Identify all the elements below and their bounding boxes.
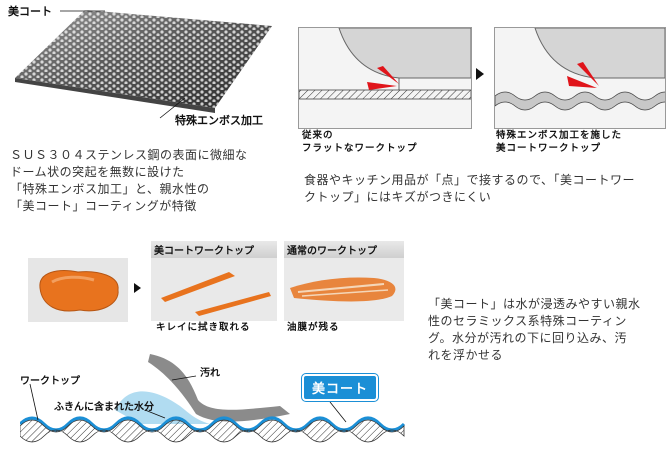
bi-coat-badge: 美コート [302, 374, 379, 401]
normal-oil-photo: 通常のワークトップ [284, 241, 404, 321]
normal-photo-header: 通常のワークトップ [284, 241, 404, 258]
arrow-right-icon [134, 283, 141, 293]
embossed-worktop-illustration [495, 28, 665, 111]
flat-worktop-illustration [299, 28, 471, 100]
water-label: ふきんに含まれた水分 [54, 402, 154, 413]
oil-spill-shape [39, 270, 119, 312]
leader-line [159, 97, 186, 119]
cross-section-diagram: 汚れ ワークトップ ふきんに含まれた水分 美コート [20, 340, 410, 448]
worktop-layer [20, 419, 405, 443]
contact-arrow [367, 82, 397, 90]
cross-section-illustration [20, 354, 406, 443]
scratch-description: 食器やキッチン用品が「点」で接するので、「美コートワー クトップ」にはキズがつき… [304, 173, 636, 204]
normal-oil-caption: 油膜が残る [287, 322, 340, 333]
water-shape [115, 391, 210, 424]
contact-arrow [377, 66, 399, 84]
oil-photo-before [28, 258, 128, 322]
dirt-label: 汚れ [200, 368, 220, 379]
smeared-oil [290, 277, 396, 302]
bi-coat-label: 美コート [8, 5, 52, 18]
bi-coat-photo-header: 美コートワークトップ [151, 241, 277, 258]
embossed-sheet-illustration [15, 10, 272, 119]
bi-coat-badge-text: 美コート [312, 382, 369, 397]
flat-worktop-caption: 従来の フラットなワークトップ [302, 130, 418, 154]
embossed-worktop-caption: 特殊エンボス加工を施した 美コートワークトップ [496, 130, 623, 154]
bi-coat-oil-photo: 美コートワークトップ [151, 241, 277, 321]
flat-worktop-panel [298, 27, 472, 129]
embossed-sheet-figure: 美コート 特殊エンボス加工 [0, 0, 300, 130]
emboss-description: ＳＵＳ３０４ステンレス鋼の表面に微細な ドーム状の突起を無数に設けた 「特殊エン… [10, 148, 248, 213]
hydrophilic-description: 「美コート」は水が浸透みやすい親水 性のセラミックス系特殊コーティン グ。水分が… [428, 297, 641, 362]
contact-arrow [577, 62, 599, 86]
bi-coat-oil-caption: キレイに拭き取れる [156, 322, 251, 333]
dirt-shape [148, 354, 290, 422]
contact-arrow [567, 76, 597, 88]
coating-layer [20, 416, 406, 432]
wiped-oil-streaks [161, 272, 271, 316]
embossed-worktop-panel [494, 27, 666, 129]
arrow-right-icon [476, 68, 484, 80]
special-emboss-label: 特殊エンボス加工 [175, 114, 263, 127]
worktop-label: ワークトップ [20, 376, 80, 387]
